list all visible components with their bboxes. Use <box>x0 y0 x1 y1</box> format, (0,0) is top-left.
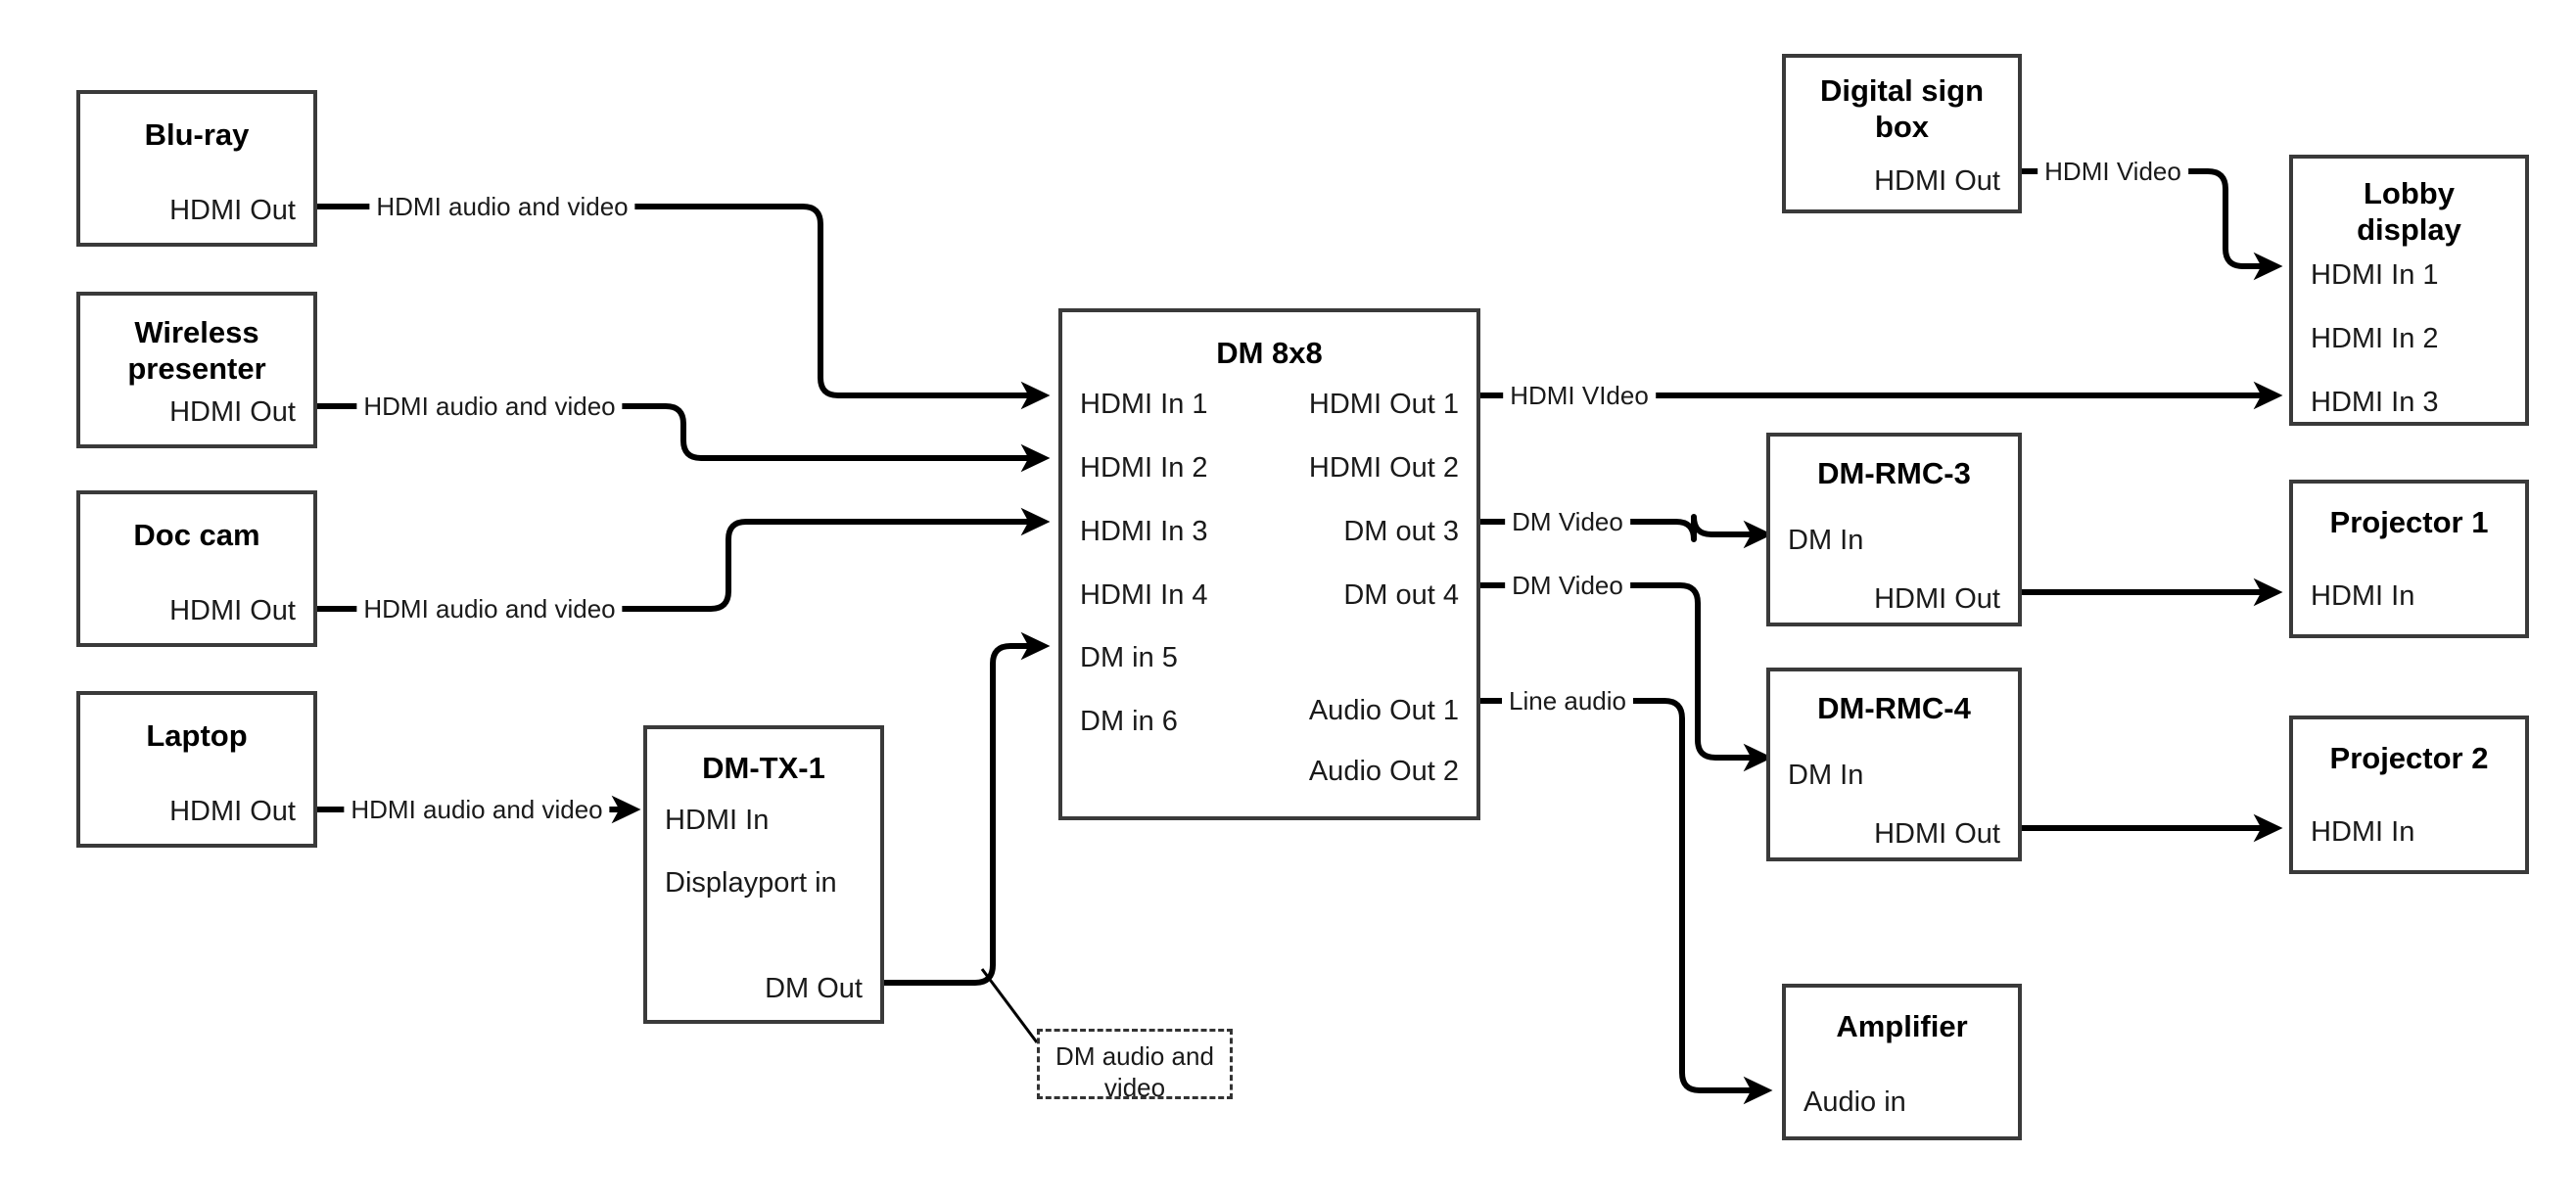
port-bluray-hdmi-out: HDMI Out <box>169 195 296 226</box>
device-box-lobby-display[interactable]: Lobby display HDMI In 1 HDMI In 2 HDMI I… <box>2289 155 2529 426</box>
device-box-amplifier[interactable]: Amplifier Audio in <box>1782 984 2022 1140</box>
wire-label-dm8x8-audioout1-to-amplifier: Line audio <box>1502 688 1633 714</box>
port-doc-cam-hdmi-out: HDMI Out <box>169 595 296 626</box>
port-dm-8x8-hdmi-in-2: HDMI In 2 <box>1080 452 1208 484</box>
wire-label-dm8x8-dmout4-to-dmrmc4: DM Video <box>1505 573 1630 598</box>
port-projector-2-hdmi-in: HDMI In <box>2311 816 2415 848</box>
device-box-laptop[interactable]: Laptop HDMI Out <box>76 691 317 848</box>
port-dm-8x8-audio-out-1: Audio Out 1 <box>1308 695 1459 726</box>
annotation-dm-audio-and-video-text: DM audio and video <box>1055 1041 1214 1102</box>
port-dm-rmc-4-hdmi-out: HDMI Out <box>1874 818 2000 850</box>
wire-label-dm8x8-hdmiout1-to-lobby: HDMI VIdeo <box>1503 383 1656 408</box>
device-box-digital-sign-box[interactable]: Digital sign box HDMI Out <box>1782 54 2022 213</box>
port-lobby-display-hdmi-in-1: HDMI In 1 <box>2311 259 2439 291</box>
port-dm-8x8-dm-in-6: DM in 6 <box>1080 706 1178 737</box>
device-box-projector-1[interactable]: Projector 1 HDMI In <box>2289 480 2529 638</box>
device-title-dm-rmc-4: DM-RMC-4 <box>1817 691 1971 725</box>
device-title-wireless-presenter: Wireless presenter <box>127 315 266 386</box>
wire-dm8x8-dmout4-to-dmrmc4 <box>1480 582 1773 772</box>
port-lobby-display-hdmi-in-2: HDMI In 2 <box>2311 323 2439 354</box>
wire-dm8x8-audioout1-to-amplifier <box>1480 698 1773 1105</box>
port-dm-8x8-hdmi-in-4: HDMI In 4 <box>1080 579 1208 611</box>
device-box-doc-cam[interactable]: Doc cam HDMI Out <box>76 490 317 647</box>
device-box-projector-2[interactable]: Projector 2 HDMI In <box>2289 716 2529 874</box>
device-title-amplifier: Amplifier <box>1836 1009 1968 1043</box>
device-title-dm-8x8: DM 8x8 <box>1216 336 1323 370</box>
wire-label-bluray-to-dm8x8: HDMI audio and video <box>369 194 635 219</box>
port-dm-8x8-hdmi-in-3: HDMI In 3 <box>1080 516 1208 547</box>
wire-label-wireless-to-dm8x8: HDMI audio and video <box>356 393 623 419</box>
port-dm-8x8-dm-in-5: DM in 5 <box>1080 642 1178 673</box>
device-box-dm-rmc-4[interactable]: DM-RMC-4 DM In HDMI Out <box>1766 668 2022 861</box>
port-dm-8x8-audio-out-2: Audio Out 2 <box>1308 756 1459 787</box>
device-title-dm-rmc-3: DM-RMC-3 <box>1817 456 1971 490</box>
port-dm-tx-1-hdmi-in: HDMI In <box>665 805 770 836</box>
device-box-dm-tx-1[interactable]: DM-TX-1 HDMI In Displayport in DM Out <box>643 725 884 1024</box>
device-box-dm-8x8[interactable]: DM 8x8 HDMI In 1 HDMI In 2 HDMI In 3 HDM… <box>1058 308 1480 820</box>
wire-label-laptop-to-dmtx1: HDMI audio and video <box>344 797 610 822</box>
device-box-wireless-presenter[interactable]: Wireless presenter HDMI Out <box>76 292 317 448</box>
leader-line-dm-audio-video <box>980 968 1039 1043</box>
device-title-digital-sign-box: Digital sign box <box>1819 73 1985 144</box>
device-box-bluray[interactable]: Blu-ray HDMI Out <box>76 90 317 247</box>
device-title-laptop: Laptop <box>146 718 248 753</box>
wire-dmtx1-to-dm8x8 <box>884 631 1051 986</box>
port-dm-rmc-3-hdmi-out: HDMI Out <box>1874 583 2000 615</box>
port-laptop-hdmi-out: HDMI Out <box>169 796 296 827</box>
device-title-projector-2: Projector 2 <box>2329 741 2489 775</box>
port-digital-sign-box-hdmi-out: HDMI Out <box>1874 165 2000 197</box>
device-box-dm-rmc-3[interactable]: DM-RMC-3 DM In HDMI Out <box>1766 433 2022 626</box>
port-wireless-presenter-hdmi-out: HDMI Out <box>169 396 296 428</box>
annotation-dm-audio-and-video: DM audio and video <box>1037 1029 1233 1102</box>
port-projector-1-hdmi-in: HDMI In <box>2311 580 2415 612</box>
port-amplifier-audio-in: Audio in <box>1803 1086 1906 1118</box>
port-dm-8x8-hdmi-in-1: HDMI In 1 <box>1080 389 1208 420</box>
wire-label-doccam-to-dm8x8: HDMI audio and video <box>356 596 623 622</box>
port-dm-8x8-hdmi-out-1: HDMI Out 1 <box>1308 389 1459 420</box>
port-dm-8x8-dm-out-3: DM out 3 <box>1343 516 1459 547</box>
port-dm-tx-1-displayport-in: Displayport in <box>665 867 837 899</box>
port-dm-8x8-dm-out-4: DM out 4 <box>1343 579 1459 611</box>
port-dm-rmc-3-dm-in: DM In <box>1788 525 1864 556</box>
port-lobby-display-hdmi-in-3: HDMI In 3 <box>2311 387 2439 418</box>
device-title-doc-cam: Doc cam <box>133 518 260 552</box>
wire-label-dm8x8-dmout3-to-dmrmc3: DM Video <box>1505 509 1630 534</box>
wire-label-digitalsign-to-lobby: HDMI Video <box>2037 159 2188 184</box>
port-dm-8x8-hdmi-out-2: HDMI Out 2 <box>1308 452 1459 484</box>
device-title-projector-1: Projector 1 <box>2329 505 2489 539</box>
port-dm-tx-1-dm-out: DM Out <box>765 973 863 1004</box>
port-dm-rmc-4-dm-in: DM In <box>1788 760 1864 791</box>
device-title-dm-tx-1: DM-TX-1 <box>702 751 825 785</box>
device-title-lobby-display: Lobby display <box>2357 176 2461 247</box>
wire-bluray-to-dm8x8 <box>317 204 1051 410</box>
device-title-bluray: Blu-ray <box>144 117 250 152</box>
